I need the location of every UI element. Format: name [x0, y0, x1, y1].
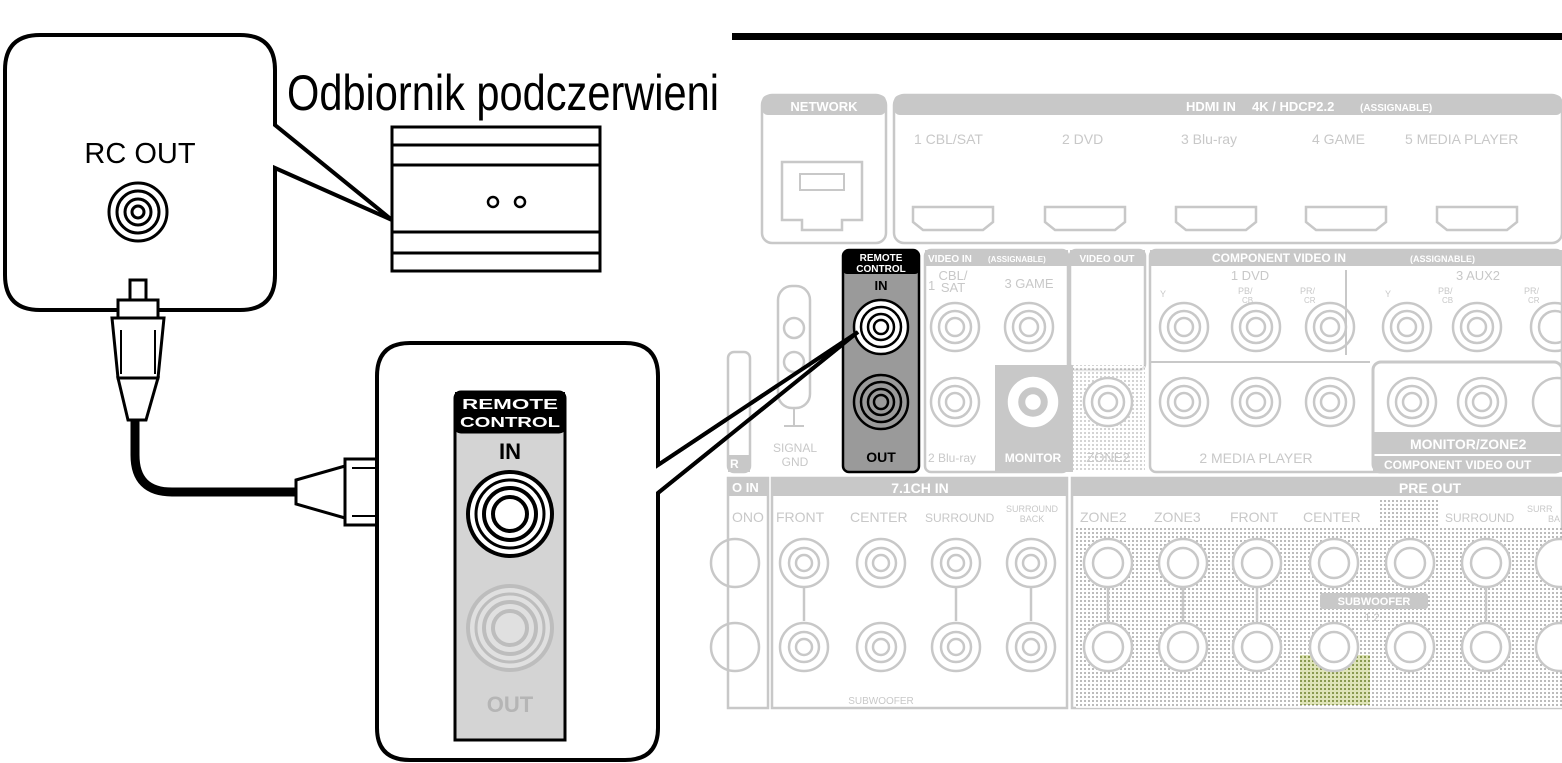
remote-out-label: OUT	[487, 692, 534, 717]
component-1-label: 1 DVD	[1231, 268, 1269, 283]
component-3-label: 3 AUX2	[1456, 268, 1500, 283]
comp1-cb: CB	[1242, 296, 1253, 305]
video-in-3-label: 3 GAME	[1004, 276, 1053, 291]
ch71-jack-icons	[778, 537, 1057, 673]
hdmi-assignable-label: (ASSIGNABLE)	[1360, 103, 1432, 114]
rear-remote-header-2: CONTROL	[856, 264, 905, 275]
video-in-1-line2: SAT	[941, 280, 965, 295]
remote-in-label: IN	[499, 439, 521, 464]
surround-71-label: SURROUND	[925, 511, 995, 525]
rear-remote-out-label: OUT	[866, 449, 896, 465]
hdmi-in-section: HDMI IN 4K / HDCP2.2 (ASSIGNABLE) 1 CBL/…	[892, 93, 1562, 245]
comp3-cb: CB	[1442, 296, 1453, 305]
zoom-leader-line	[656, 330, 860, 495]
ethernet-port-icon	[780, 160, 864, 232]
rear-panel: NETWORK HDMI IN 4K / HDCP2.2 (ASSIGNABLE…	[709, 33, 1562, 710]
surround-back-71-line2: BACK	[1020, 514, 1045, 524]
video-out-label: VIDEO OUT	[1079, 254, 1134, 265]
pre-surround-label: SURROUND	[1445, 511, 1515, 525]
ir-receiver-title: Odbiornik podczerwieni	[287, 65, 719, 121]
video-in-assignable: (ASSIGNABLE)	[988, 255, 1046, 264]
zone2-video-jack-icon	[1082, 376, 1134, 428]
pre-center-label: CENTER	[1303, 509, 1361, 525]
hdmi-input-4: 4 GAME	[1312, 131, 1365, 147]
remote-in-jack-icon	[466, 470, 554, 558]
comp3-pr: PR/	[1524, 286, 1540, 296]
ir-device: RC OUT	[3, 33, 394, 312]
zone2-video-label: ZONE2	[1086, 450, 1129, 465]
device-callout-outline	[3, 33, 394, 312]
remote-out-jack-icon	[466, 584, 554, 672]
pre-out-jack-icons	[1082, 537, 1562, 673]
monitor-zone2-jack-icons	[1386, 376, 1562, 428]
center-71-label: CENTER	[850, 509, 908, 525]
comp3-cr: CR	[1528, 296, 1540, 305]
ir-receiver-icon	[390, 125, 602, 273]
component-assignable: (ASSIGNABLE)	[1410, 254, 1475, 264]
monitor-jack-icon	[1007, 376, 1059, 428]
rear-remote-header-1: REMOTE	[860, 253, 903, 264]
pre-zone2-label: ZONE2	[1080, 509, 1127, 525]
component-video-out-label: COMPONENT VIDEO OUT	[1384, 458, 1532, 472]
comp3-y: Y	[1385, 289, 1391, 299]
pre-back-partial: BA	[1548, 514, 1560, 524]
surround-back-71-line1: SURROUND	[1006, 504, 1059, 514]
video-in-label: VIDEO IN	[928, 254, 972, 265]
monitor-zone2-label: MONITOR/ZONE2	[1410, 436, 1527, 452]
rear-remote-in-jack-icon	[852, 298, 910, 356]
hdmi-in-label: HDMI IN	[1186, 99, 1236, 114]
video-in-jack-icons	[929, 301, 1055, 428]
component-jack-icons	[1158, 301, 1562, 428]
hdmi-input-2: 2 DVD	[1062, 131, 1103, 147]
pre-zone3-label: ZONE3	[1154, 509, 1201, 525]
video-in-2-label: 2 Blu-ray	[928, 451, 976, 465]
component-header: COMPONENT VIDEO IN	[1212, 251, 1346, 265]
hdmi-input-5: 5 MEDIA PLAYER	[1405, 131, 1518, 147]
component-video-section: COMPONENT VIDEO IN (ASSIGNABLE) 1 DVD 3 …	[1148, 248, 1562, 474]
left-partial-label: R	[730, 457, 739, 471]
hdmi-spec-label: 4K / HDCP2.2	[1252, 99, 1334, 114]
pre-subwoofer-label: SUBWOOFER	[1338, 596, 1411, 608]
audio-in-partial-label: O IN	[732, 480, 759, 495]
rca-cable	[110, 278, 436, 527]
phono-partial-label: ONO	[732, 509, 764, 525]
remote-control-section: REMOTE CONTROL IN OUT	[841, 248, 921, 474]
rear-remote-in-label: IN	[875, 278, 888, 293]
rear-panel-top-edge	[732, 33, 1562, 40]
network-label: NETWORK	[790, 99, 858, 114]
hdmi-input-1: 1 CBL/SAT	[914, 131, 983, 147]
rc-out-label: RC OUT	[84, 138, 195, 170]
pre-out-label: PRE OUT	[1399, 480, 1462, 496]
front-71-label: FRONT	[776, 509, 825, 525]
remote-header-bg	[455, 392, 565, 432]
rc-out-jack-icon	[107, 181, 169, 243]
pre-sub-numbers: 1 2	[1364, 612, 1379, 624]
comp1-y: Y	[1160, 289, 1166, 299]
signal-gnd-label-2: GND	[782, 455, 809, 469]
remote-header-line2: CONTROL	[460, 414, 560, 431]
comp1-pr: PR/	[1300, 286, 1316, 296]
signal-gnd-icon	[776, 284, 812, 427]
network-section: NETWORK	[760, 93, 888, 245]
hdmi-port-icons	[911, 205, 1519, 232]
signal-gnd-label-1: SIGNAL	[773, 441, 817, 455]
hdmi-input-3: 3 Blu-ray	[1181, 131, 1237, 147]
zoom-callout: REMOTE CONTROL IN OUT	[375, 330, 860, 762]
video-in-1-num: 1	[928, 278, 935, 293]
video-in-1-line1: CBL/	[939, 268, 968, 283]
remote-header-line1: REMOTE	[462, 396, 558, 413]
rear-remote-out-jack-icon	[852, 373, 910, 431]
audio-in-section: O IN ONO 7.1CH IN FRONT CENTER SURROUND …	[709, 476, 1069, 710]
subwoofer-71-label: SUBWOOFER	[848, 696, 914, 707]
comp1-cr: CR	[1304, 296, 1316, 305]
component-2-label: 2 MEDIA PLAYER	[1199, 450, 1312, 466]
pre-out-section: PRE OUT ZONE2 ZONE3 FRONT CENTER SURROUN…	[1070, 476, 1562, 710]
comp1-pb: PB/	[1238, 286, 1253, 296]
pre-surround-back-partial: SURR	[1527, 504, 1553, 514]
pre-front-label: FRONT	[1230, 509, 1279, 525]
monitor-label: MONITOR	[1005, 451, 1062, 465]
comp3-pb: PB/	[1438, 286, 1453, 296]
ch71-in-label: 7.1CH IN	[891, 480, 949, 496]
video-section: VIDEO IN (ASSIGNABLE) VIDEO OUT 1 CBL/ S…	[923, 248, 1147, 474]
